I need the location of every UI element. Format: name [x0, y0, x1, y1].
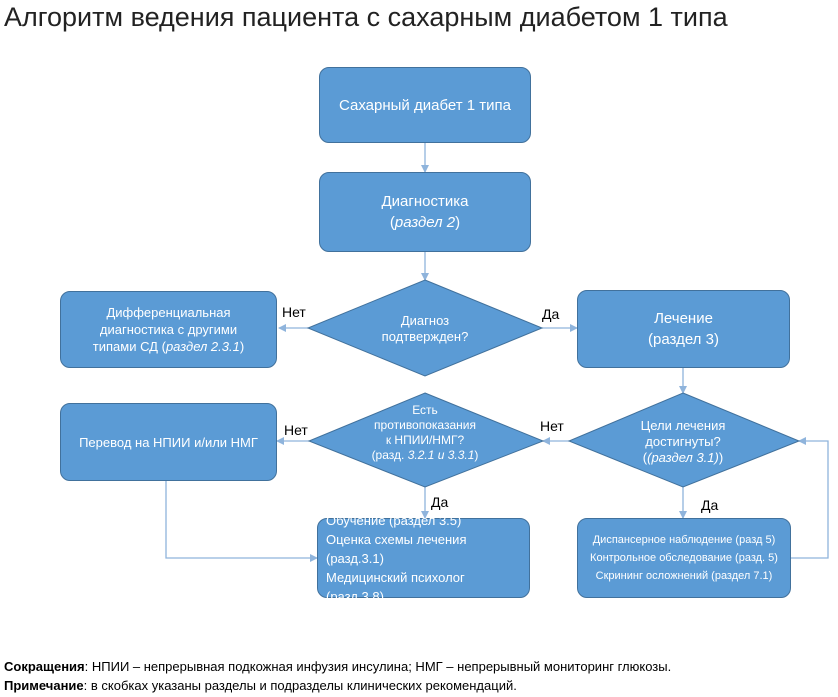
- followup-item: Диспансерное наблюдение (разд 5): [592, 534, 776, 546]
- education-item: Оценка схемы лечения (разд.3.1): [326, 531, 467, 566]
- education-item: Обучение (раздел 3.5): [326, 512, 462, 528]
- diagnostics-label: Диагностика: [381, 193, 469, 210]
- edge-label-no-goals: Нет: [540, 418, 564, 434]
- edge-label-no-transfer: Нет: [284, 422, 308, 438]
- decision-goals-label: Цели лечения достигнуты? ((раздел 3.1)): [640, 418, 726, 465]
- decision-diagnosis-confirmed: [306, 279, 544, 377]
- transfer-box: Перевод на НПИИ и/или НМГ: [60, 403, 277, 481]
- treatment-ref: (раздел 3): [648, 331, 719, 348]
- edge-label-no-differential: Нет: [282, 304, 306, 320]
- differential-line3: типами СД (раздел 2.3.1): [92, 339, 245, 354]
- footer-notes: Сокращения: НПИИ – непрерывная подкожная…: [4, 657, 671, 695]
- differential-box: Дифференциальная диагностика с другими т…: [60, 291, 277, 368]
- edge-label-yes-education: Да: [431, 494, 449, 510]
- transfer-label: Перевод на НПИИ и/или НМГ: [79, 434, 258, 450]
- start-box: Сахарный диабет 1 типа: [319, 67, 531, 143]
- differential-line2: диагностика с другими: [99, 322, 238, 337]
- note-line: Примечание: в скобках указаны разделы и …: [4, 678, 517, 693]
- decision-diagnosis-label: Диагноз подтвержден?: [381, 313, 469, 344]
- diagnostics-ref: (раздел 2): [389, 214, 461, 231]
- followup-item: Контрольное обследование (разд. 5): [590, 552, 778, 564]
- followup-box: Диспансерное наблюдение (разд 5) Контрол…: [577, 518, 791, 598]
- followup-item: Скрининг осложнений (раздел 7.1): [595, 570, 773, 582]
- education-box: Обучение (раздел 3.5) Оценка схемы лечен…: [317, 513, 530, 604]
- edge-label-yes-followup: Да: [701, 497, 719, 513]
- treatment-label: Лечение: [654, 310, 713, 327]
- edge-followup-loop-to-goals: [791, 437, 829, 559]
- decision-contraindications: [307, 392, 545, 488]
- education-item: Медицинский психолог (разд.3.8): [326, 569, 465, 604]
- edge-transfer-to-education: [165, 481, 318, 562]
- differential-line1: Дифференциальная: [106, 305, 231, 320]
- start-label: Сахарный диабет 1 типа: [339, 96, 511, 114]
- edge-label-yes-treatment: Да: [542, 306, 560, 322]
- decision-contra-label: Есть противопоказания к НПИИ/НМГ? (разд.…: [371, 403, 479, 462]
- abbreviations-line: Сокращения: НПИИ – непрерывная подкожная…: [4, 659, 672, 674]
- decision-goals-achieved: [567, 392, 801, 488]
- diagnostics-box: Диагностика (раздел 2): [319, 172, 531, 252]
- page-title: Алгоритм ведения пациента с сахарным диа…: [4, 2, 728, 32]
- treatment-box: Лечение (раздел 3): [577, 290, 790, 368]
- flowchart-diagram: [165, 143, 829, 562]
